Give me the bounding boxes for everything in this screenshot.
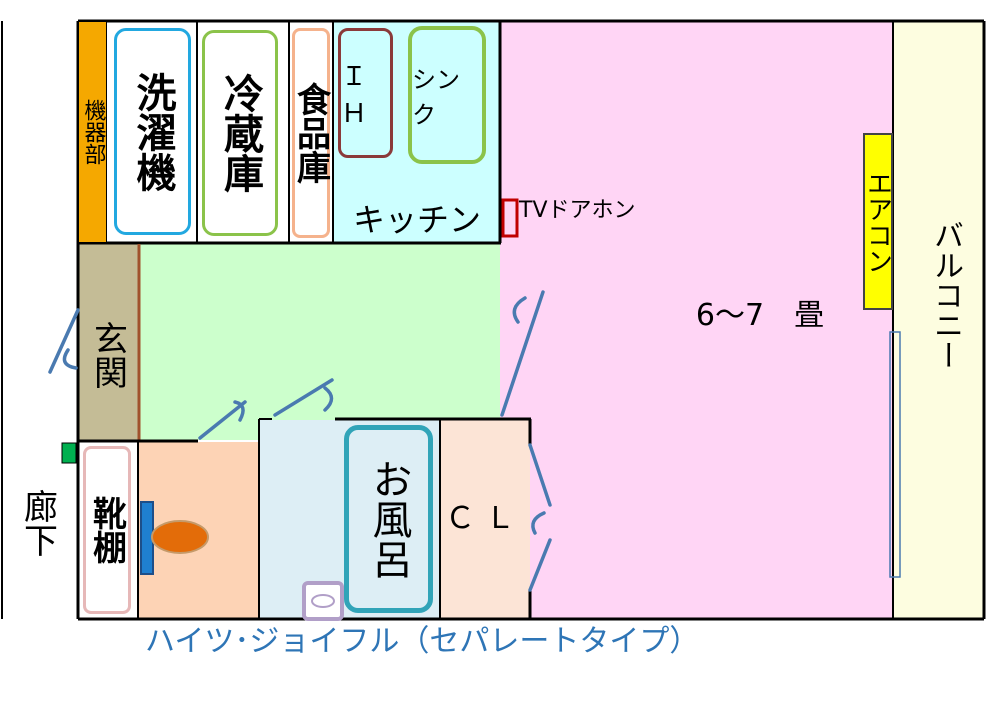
ih-stove-label: ＩＨ [338,28,393,158]
washer-label: 洗濯機 [114,28,191,235]
aircon-label: エアコン [863,133,893,310]
balcony-area [894,22,984,619]
closet-area [440,420,530,618]
hall-area [140,244,500,440]
kitchen-area [334,22,500,242]
sink-label: シンク [408,26,486,164]
entrance-label: 玄関 [87,321,128,389]
closet-label: ＣＬ [445,501,525,536]
entrance-area [78,244,138,440]
floor-plan-title: ハイツ･ジョイフル（セパレートタイプ） [145,624,700,659]
balcony-label: バルコニー [928,220,963,370]
fridge-label: 冷蔵庫 [202,30,278,236]
tv-intercom-label: TVドアホン [519,198,636,223]
pantry-label: 食品庫 [291,28,331,238]
main-room-label: 6～7 畳 [695,298,825,333]
equipment-room-label: 機器部 [79,22,106,242]
kitchen-label: キッチン [352,201,481,239]
corridor-label: 廊下 [17,489,58,557]
main-room-fill [500,22,893,619]
bath-label: お風呂 [344,425,433,613]
shoe-shelf-label: 靴棚 [83,446,131,614]
